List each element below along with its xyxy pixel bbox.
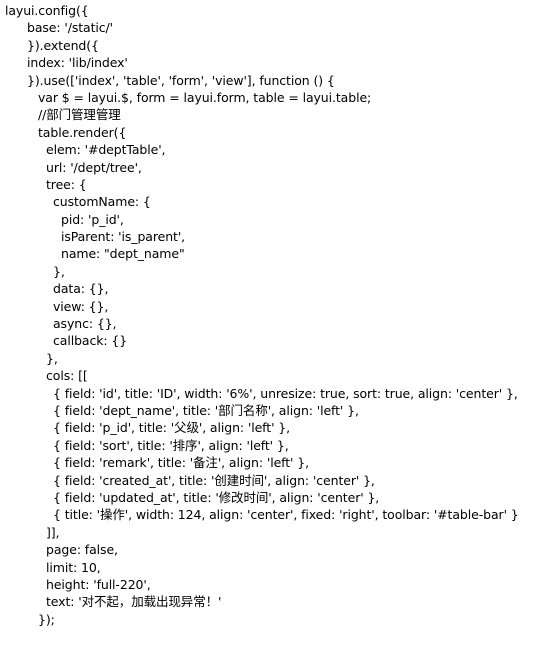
code-line: name: "dept_name" [61,246,185,262]
code-line: }); [38,611,55,627]
code-line: index: 'lib/index' [27,55,128,71]
code-line: data: {}, [53,281,109,297]
code-line: url: '/dept/tree', [46,159,142,175]
code-line: ]], [46,524,60,540]
code-line: { field: 'updated_at', title: '修改时间', al… [53,489,380,505]
code-line: page: false, [46,542,118,558]
code-line: limit: 10, [46,559,101,575]
code-line: tree: { [46,176,87,192]
code-line: isParent: 'is_parent', [61,229,186,245]
code-line: { field: 'sort', title: '排序', align: 'le… [53,437,289,453]
code-line: view: {}, [53,298,109,314]
code-line: var $ = layui.$, form = layui.form, tabl… [38,89,372,105]
code-line: base: '/static/' [27,20,113,36]
code-line: callback: {} [53,333,128,349]
code-line: }, [46,350,58,366]
code-line: table.render({ [38,124,127,140]
code-line: text: '对不起，加载出现异常！' [46,594,222,610]
code-line: customName: { [53,194,151,210]
code-line: }).use(['index', 'table', 'form', 'view'… [27,72,335,88]
code-line: { field: 'p_id', title: '父级', align: 'le… [53,420,291,436]
code-line: async: {}, [53,316,117,332]
code-line: }).extend({ [27,37,99,53]
code-line: }, [53,263,65,279]
code-line: { title: '操作', width: 124, align: 'cente… [53,507,519,523]
code-line: { field: 'created_at', title: '创建时间', al… [53,472,375,488]
code-line: elem: '#deptTable', [46,142,166,158]
code-line: height: 'full-220', [46,576,151,592]
code-line: cols: [[ [46,368,88,384]
code-line: //部门管理管理 [38,107,121,123]
code-line: { field: 'dept_name', title: '部门名称', ali… [53,402,359,418]
code-line: { field: 'id', title: 'ID', width: '6%',… [53,385,518,401]
code-line: { field: 'remark', title: '备注', align: '… [53,455,309,471]
code-line: pid: 'p_id', [61,211,124,227]
code-line: layui.config({ [5,3,89,18]
